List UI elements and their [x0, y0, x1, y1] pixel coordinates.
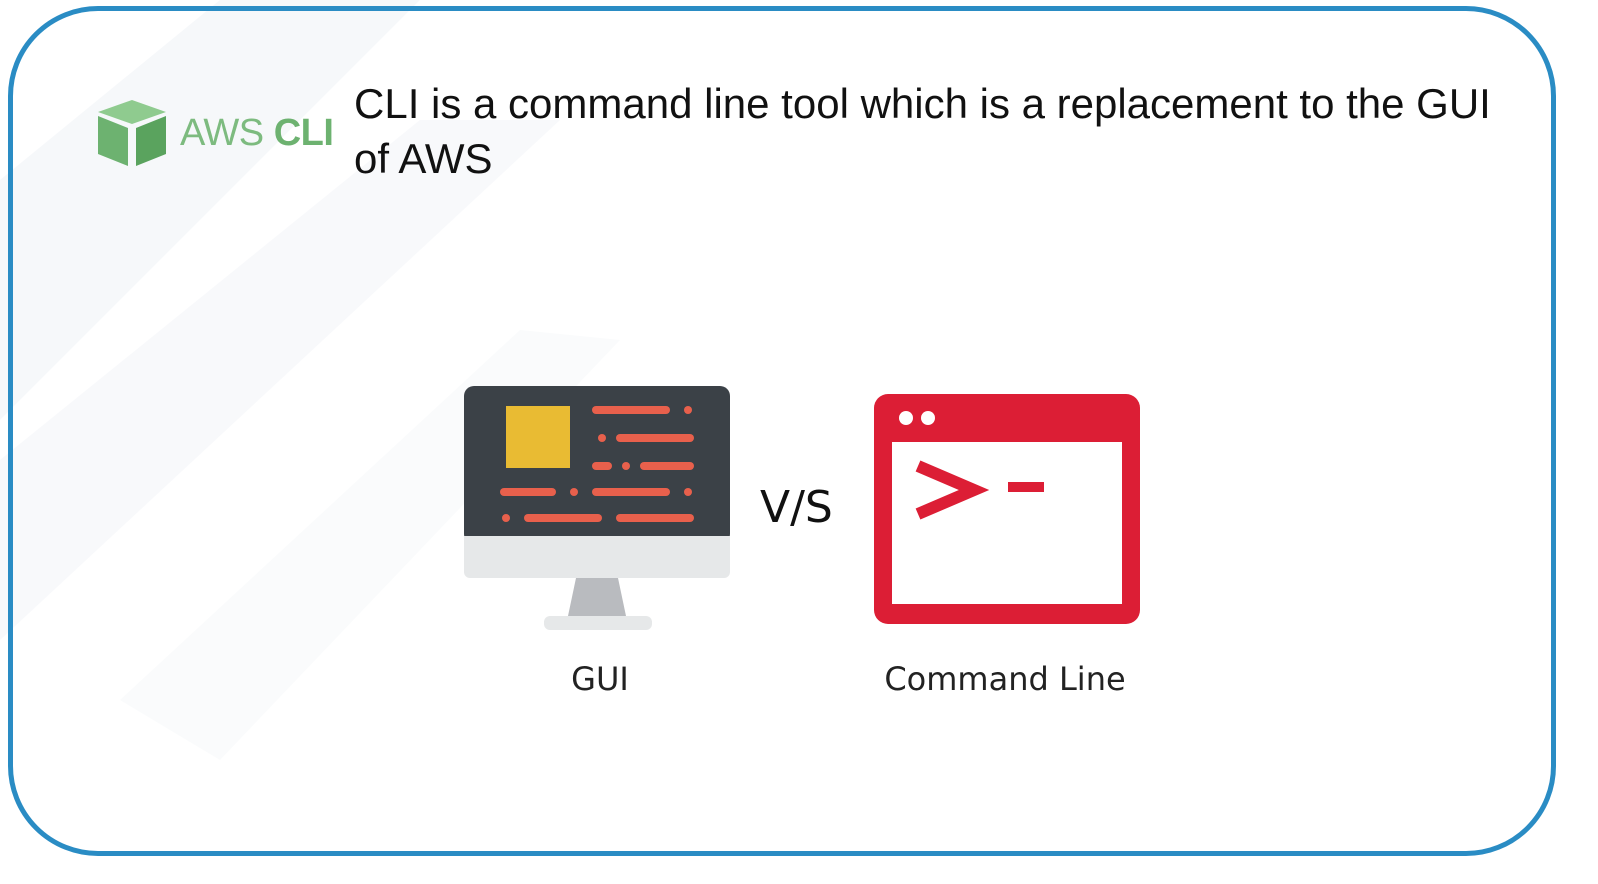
logo-wordmark: AWS CLI	[180, 112, 334, 155]
gui-caption: GUI	[571, 660, 629, 698]
cube-icon	[98, 100, 166, 166]
vs-label: V/S	[760, 482, 833, 533]
headline: CLI is a command line tool which is a re…	[354, 80, 1491, 182]
logo-text-cli: CLI	[273, 112, 334, 154]
aws-cli-logo: AWS CLI	[94, 98, 344, 168]
logo-text-aws: AWS	[180, 112, 264, 154]
monitor-icon	[464, 386, 730, 630]
command-line-caption: Command Line	[884, 660, 1126, 698]
slide-frame	[8, 6, 1556, 856]
terminal-window-icon	[874, 394, 1140, 624]
